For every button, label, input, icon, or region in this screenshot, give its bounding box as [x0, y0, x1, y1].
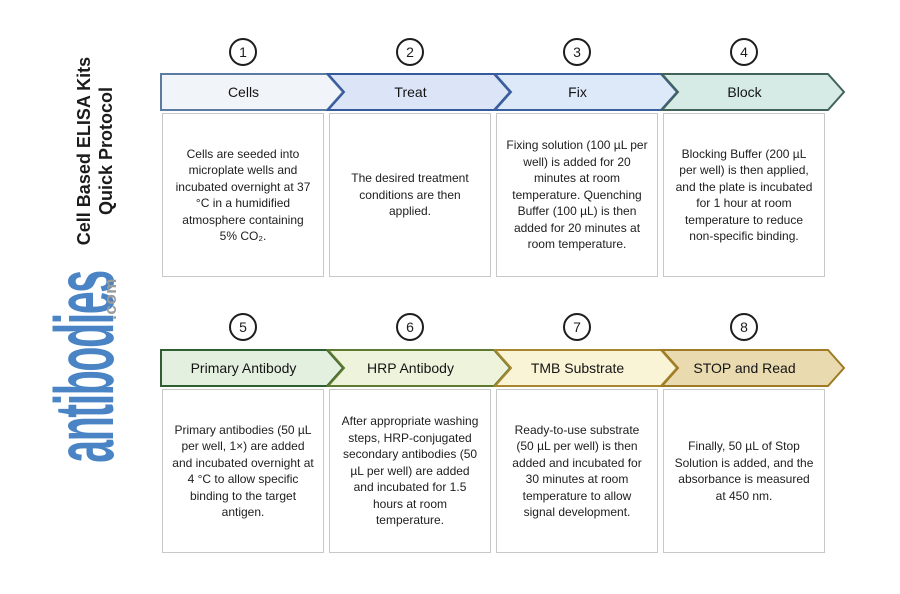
step-description-box: Cells are seeded into microplate wells a… — [162, 113, 324, 277]
page-title: Cell Based ELISA Kits Quick Protocol — [73, 21, 117, 281]
step-arrow-label: Cells — [227, 84, 260, 100]
step-number: 4 — [740, 44, 748, 60]
step-number: 6 — [406, 319, 414, 335]
step-description: Blocking Buffer (200 µL per well) is the… — [675, 146, 813, 244]
step-number: 1 — [239, 44, 247, 60]
step-description: The desired treatment conditions are the… — [351, 171, 469, 219]
step-arrow — [659, 73, 846, 111]
step-description-box: Ready-to-use substrate (50 µL per well) … — [496, 389, 658, 553]
step-number: 2 — [406, 44, 414, 60]
step-number-badge: 8 — [730, 313, 758, 341]
step-description-box: Primary antibodies (50 µL per well, 1×) … — [162, 389, 324, 553]
step-description: Finally, 50 µL of Stop Solution is added… — [674, 439, 814, 503]
step-arrow-label: Fix — [568, 84, 587, 100]
step-description-box: Finally, 50 µL of Stop Solution is added… — [663, 389, 825, 553]
step-number: 3 — [573, 44, 581, 60]
step-arrow-label: STOP and Read — [693, 360, 796, 376]
step-description: Primary antibodies (50 µL per well, 1×) … — [172, 422, 314, 520]
step-number-badge: 3 — [563, 38, 591, 66]
step-description: After appropriate washing steps, HRP-con… — [341, 414, 479, 528]
page-title-line2: Quick Protocol — [96, 86, 116, 216]
antibodies-logo-suffix: .com — [101, 278, 120, 320]
chevron-shape — [659, 349, 846, 387]
step-number: 7 — [573, 319, 581, 335]
step-arrow-label: Block — [727, 84, 762, 100]
step-number-badge: 6 — [396, 313, 424, 341]
step-number-badge: 5 — [229, 313, 257, 341]
step-arrow-label: Primary Antibody — [190, 360, 297, 376]
step-description-box: Fixing solution (100 µL per well) is add… — [496, 113, 658, 277]
chevron-shape — [659, 73, 846, 111]
step-arrow-label: Treat — [394, 84, 427, 100]
step-arrow — [659, 349, 846, 387]
step-description-box: Blocking Buffer (200 µL per well) is the… — [663, 113, 825, 277]
step-number-badge: 7 — [563, 313, 591, 341]
step-number-badge: 2 — [396, 38, 424, 66]
step-description: Cells are seeded into microplate wells a… — [175, 146, 311, 244]
step-description-box: The desired treatment conditions are the… — [329, 113, 491, 277]
step-number: 5 — [239, 319, 247, 335]
step-arrow-label: HRP Antibody — [367, 360, 454, 376]
page-title-line1: Cell Based ELISA Kits — [74, 56, 94, 246]
step-number-badge: 4 — [730, 38, 758, 66]
step-description-box: After appropriate washing steps, HRP-con… — [329, 389, 491, 553]
step-number: 8 — [740, 319, 748, 335]
step-arrow-label: TMB Substrate — [530, 360, 625, 376]
step-description: Ready-to-use substrate (50 µL per well) … — [512, 422, 642, 520]
step-description: Fixing solution (100 µL per well) is add… — [506, 138, 648, 252]
step-number-badge: 1 — [229, 38, 257, 66]
